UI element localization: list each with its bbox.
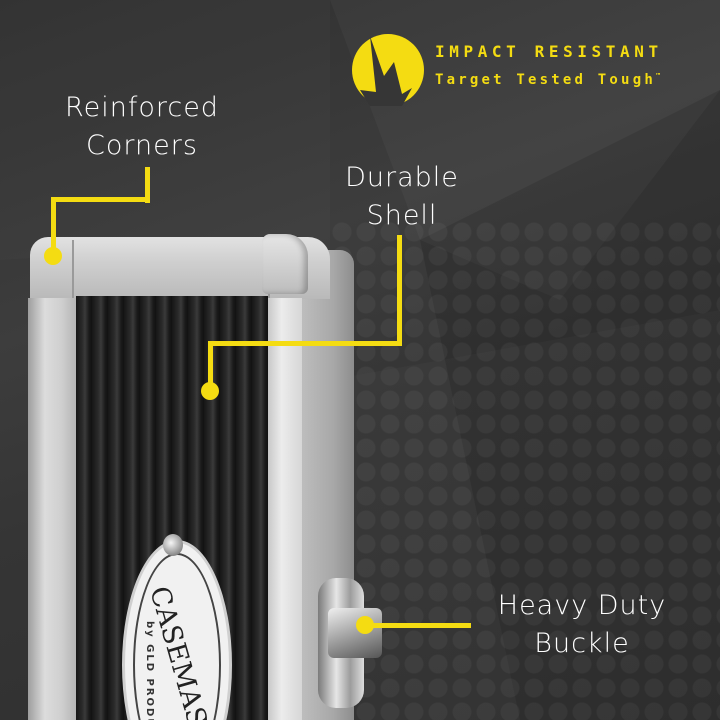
callout-marker bbox=[356, 616, 374, 634]
buckle-hasp bbox=[328, 608, 382, 658]
callout-line-2: Shell bbox=[366, 200, 438, 231]
logo-title: IMPACT RESISTANT bbox=[435, 42, 663, 61]
case-left-rail bbox=[28, 298, 76, 720]
callout-line-2: Buckle bbox=[534, 628, 630, 659]
callout-reinforced-corners: Reinforced Corners bbox=[52, 89, 232, 165]
leader-line bbox=[208, 341, 402, 346]
callout-line-1: Durable bbox=[345, 162, 459, 193]
badge-byline: by GLD PRODUCTS bbox=[144, 621, 155, 720]
dot-pattern bbox=[330, 220, 720, 720]
callout-durable-shell: Durable Shell bbox=[312, 159, 492, 235]
leader-line bbox=[51, 197, 56, 253]
leader-line bbox=[365, 623, 471, 628]
callout-marker bbox=[201, 382, 219, 400]
leader-line bbox=[208, 341, 213, 387]
logo-subtitle: Target Tested Tough™ bbox=[435, 72, 661, 88]
leader-line bbox=[51, 197, 150, 202]
callout-line-2: Corners bbox=[86, 130, 198, 161]
impact-burst-icon bbox=[352, 34, 424, 106]
badge-rivet bbox=[163, 534, 183, 556]
brand-badge: CASEMASTER by GLD PRODUCTS bbox=[122, 540, 232, 720]
callout-heavy-duty-buckle: Heavy Duty Buckle bbox=[482, 587, 682, 663]
callout-line-1: Reinforced bbox=[65, 92, 219, 123]
case-right-rail bbox=[268, 298, 302, 720]
leader-line bbox=[145, 167, 150, 203]
callout-line-1: Heavy Duty bbox=[497, 590, 667, 621]
corner-seam bbox=[72, 240, 74, 298]
reinforced-corner bbox=[262, 234, 308, 294]
leader-line bbox=[397, 235, 402, 346]
callout-marker bbox=[44, 247, 62, 265]
